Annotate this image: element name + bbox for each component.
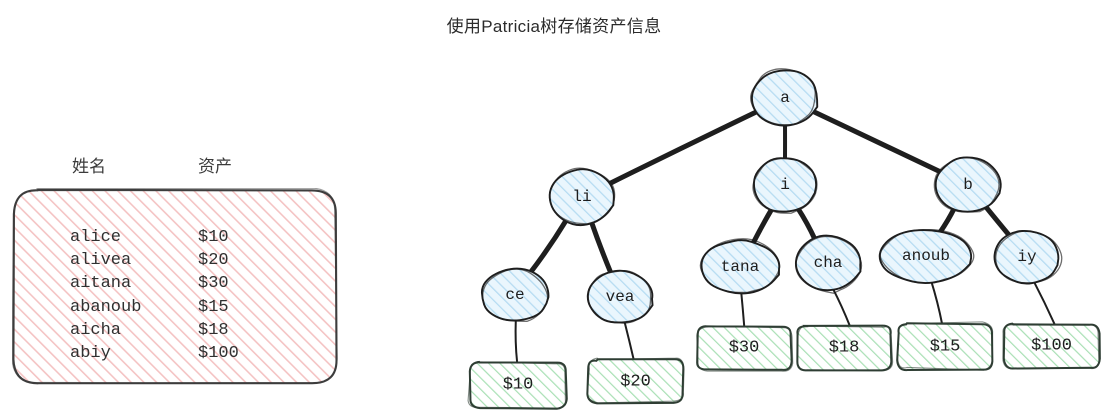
node-ellipse-sketch-pass	[933, 156, 1000, 213]
tree-edge	[750, 205, 775, 247]
leaf-box-sketch-pass	[467, 361, 566, 409]
tree-leaf-leaf10[interactable]	[467, 360, 568, 410]
tree-node-ce[interactable]	[480, 267, 550, 322]
tree-edge	[1032, 280, 1056, 325]
tree-nodes	[480, 68, 1063, 324]
tree-edge	[831, 287, 851, 327]
column-header-asset: 资产	[198, 157, 232, 176]
node-ellipse	[934, 156, 1002, 213]
tree-node-tana[interactable]	[699, 238, 781, 295]
table-cell-name: abiy	[70, 344, 111, 363]
table-cell-asset: $20	[198, 251, 229, 271]
tree-edge	[795, 205, 818, 243]
tree-edges	[514, 108, 1056, 363]
node-ellipse-sketch-pass	[995, 230, 1063, 284]
table-panel-shape	[12, 188, 338, 385]
table-cell-asset: $10	[198, 228, 229, 247]
column-header-name: 姓名	[72, 157, 106, 176]
table-row: alice $10	[70, 228, 330, 251]
table-cell-asset: $18	[198, 320, 229, 340]
node-ellipse-sketch-pass	[699, 238, 781, 293]
tree-node-anoub[interactable]	[878, 228, 975, 285]
table-cell-asset: $15	[198, 297, 229, 317]
node-ellipse-sketch-pass	[587, 269, 652, 324]
leaf-box-shape	[586, 358, 685, 405]
tree-node-b[interactable]	[933, 156, 1002, 213]
node-ellipse	[480, 267, 550, 322]
tree-edge	[527, 216, 570, 276]
leaf-box-sketch-pass	[696, 325, 794, 372]
node-ellipse-sketch-pass	[752, 157, 818, 214]
table-cell-name: abanoub	[70, 297, 142, 317]
leaf-box-shape	[468, 360, 568, 410]
tree-leaf-leaf30[interactable]	[696, 325, 794, 372]
leaf-box-sketch-pass	[1002, 323, 1100, 370]
table-cell-asset: $30	[198, 274, 229, 294]
leaf-box-shape	[696, 325, 793, 371]
asset-table-rows: alice $10 alivea $20 aitana $30 abanoub $15 aich…	[12, 188, 338, 386]
table-cell-name: alice	[70, 228, 122, 247]
table-row: aicha $18	[70, 321, 330, 344]
table-cell-name: aicha	[70, 320, 122, 340]
table-cell-asset: $100	[198, 344, 239, 363]
tree-edge	[740, 290, 746, 327]
tree-node-i[interactable]	[752, 157, 818, 214]
table-row: abanoub $15	[70, 298, 330, 321]
leaf-box-shape	[796, 324, 893, 372]
tree-node-cha[interactable]	[794, 234, 863, 294]
leaf-box-sketch-pass	[586, 357, 685, 404]
node-ellipse	[794, 234, 862, 292]
tree-node-iy[interactable]	[993, 230, 1063, 285]
tree-edge	[514, 318, 519, 363]
table-row: alivea $20	[70, 251, 330, 274]
node-ellipse-sketch-pass	[795, 235, 863, 294]
tree-node-a[interactable]	[750, 68, 819, 127]
tree-edge	[982, 203, 1013, 239]
tree-leaf-boxes	[467, 321, 1101, 410]
asset-table-panel: alice $10 alivea $20 aitana $30 abanoub $15 aich…	[12, 188, 338, 386]
table-header-row: 姓名 资产	[0, 152, 340, 178]
tree-edge	[930, 279, 944, 325]
node-ellipse-sketch-pass	[481, 268, 549, 322]
node-ellipse-sketch-pass	[548, 167, 616, 225]
tree-edge	[623, 320, 635, 361]
tree-edge	[937, 205, 957, 235]
tree-node-li[interactable]	[548, 167, 616, 227]
tree-edge	[605, 108, 761, 187]
tree-edge	[809, 108, 944, 175]
tree-leaf-leaf100[interactable]	[1002, 322, 1101, 370]
table-row: abiy $100	[70, 344, 330, 367]
leaf-box-sketch-pass	[797, 325, 894, 372]
leaf-box-shape	[1002, 322, 1101, 370]
tree-leaf-leaf15[interactable]	[896, 321, 994, 372]
tree-node-vea[interactable]	[586, 269, 654, 324]
node-ellipse-sketch-pass	[879, 228, 975, 284]
table-cell-name: aitana	[70, 274, 132, 294]
page-title: 使用Patricia树存储资产信息	[446, 17, 662, 36]
table-cell-name: alivea	[70, 251, 132, 271]
tree-edge	[588, 219, 614, 276]
node-ellipse	[700, 239, 781, 295]
tree-leaf-leaf20[interactable]	[586, 357, 685, 405]
leaf-box-shape	[896, 322, 994, 372]
node-ellipse-sketch-pass	[750, 68, 816, 126]
tree-leaf-leaf18[interactable]	[796, 324, 894, 372]
table-row: aitana $30	[70, 274, 330, 297]
leaf-box-sketch-pass	[897, 321, 994, 371]
